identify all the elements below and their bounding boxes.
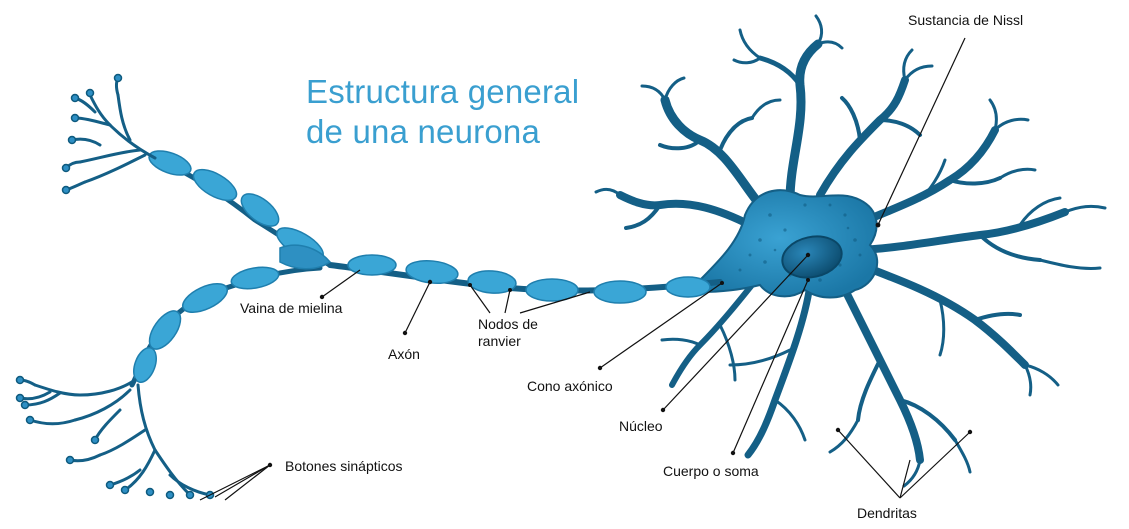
label-ranvier-line1: Nodos de <box>478 316 538 332</box>
label-axon: Axón <box>388 346 420 362</box>
label-myelin: Vaina de mielina <box>240 300 343 316</box>
label-terminals: Botones sinápticos <box>285 458 403 474</box>
terminal-buttons-top <box>61 73 123 195</box>
terminal-branches-bottom <box>18 378 212 497</box>
diagram-title: Estructura general de una neurona <box>306 72 579 152</box>
myelin-sheaths <box>133 150 711 384</box>
label-ranvier: Nodos de ranvier <box>478 316 538 350</box>
label-nucleus: Núcleo <box>619 418 663 434</box>
leader-dots <box>267 222 973 468</box>
terminal-buttons-bottom <box>15 375 215 500</box>
cell-body-shape <box>699 189 879 299</box>
diagram-title-line2: de una neurona <box>306 113 541 150</box>
diagram-title-line1: Estructura general <box>306 73 580 110</box>
terminal-branches-top <box>64 76 157 192</box>
label-soma: Cuerpo o soma <box>663 463 759 479</box>
label-nissl: Sustancia de Nissl <box>908 12 1024 28</box>
leader-lines <box>199 37 971 501</box>
label-ranvier-line2: ranvier <box>478 333 521 349</box>
axon-bifurcation <box>279 244 332 270</box>
label-axon-hillock: Cono axónico <box>527 378 613 394</box>
dendrites <box>594 14 1107 488</box>
label-dendrites: Dendritas <box>857 505 917 521</box>
